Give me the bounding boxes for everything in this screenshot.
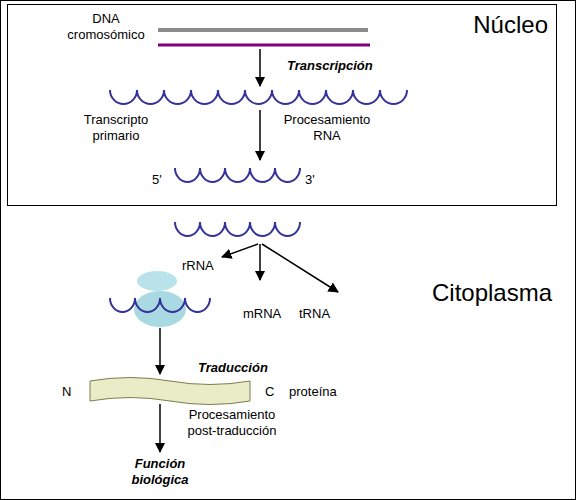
annotation-label: 5' (152, 172, 162, 188)
annotation-label: Procesamiento post-traducción (177, 407, 287, 438)
ribosome-subunit (134, 291, 186, 327)
region-label: Citoplasma (432, 280, 552, 306)
rna-strand (110, 298, 210, 312)
annotation-label: Procesamiento RNA (284, 112, 371, 143)
annotation-label: rRNA (182, 258, 214, 274)
process-step: Traducción (198, 360, 268, 376)
rna-strand (175, 222, 300, 236)
arrow (262, 244, 338, 292)
arrow (159, 404, 161, 452)
process-step: Función biológica (131, 456, 188, 487)
protein-shape (90, 378, 250, 405)
arrow (259, 110, 261, 160)
rna-strand (175, 168, 300, 182)
rna-strands (110, 90, 407, 312)
dna-strand (158, 44, 370, 47)
annotation-label: tRNA (299, 306, 330, 322)
annotation-label: 3' (305, 172, 315, 188)
arrow (259, 244, 261, 280)
arrow (159, 328, 161, 374)
annotation-label: C (265, 384, 274, 400)
dna-strand (158, 28, 368, 32)
annotation-label: N (62, 384, 71, 400)
region-label: Núcleo (473, 12, 548, 38)
arrow (222, 244, 258, 257)
annotation-label: proteína (289, 384, 337, 400)
rna-strand (110, 90, 407, 104)
annotation-label: DNA cromosómico (67, 11, 144, 42)
ribosome-subunit (137, 271, 177, 291)
annotation-label: mRNA (243, 306, 281, 322)
annotation-label: Transcripto primario (84, 112, 149, 143)
process-step: Transcripción (287, 58, 373, 74)
arrow (259, 49, 261, 86)
